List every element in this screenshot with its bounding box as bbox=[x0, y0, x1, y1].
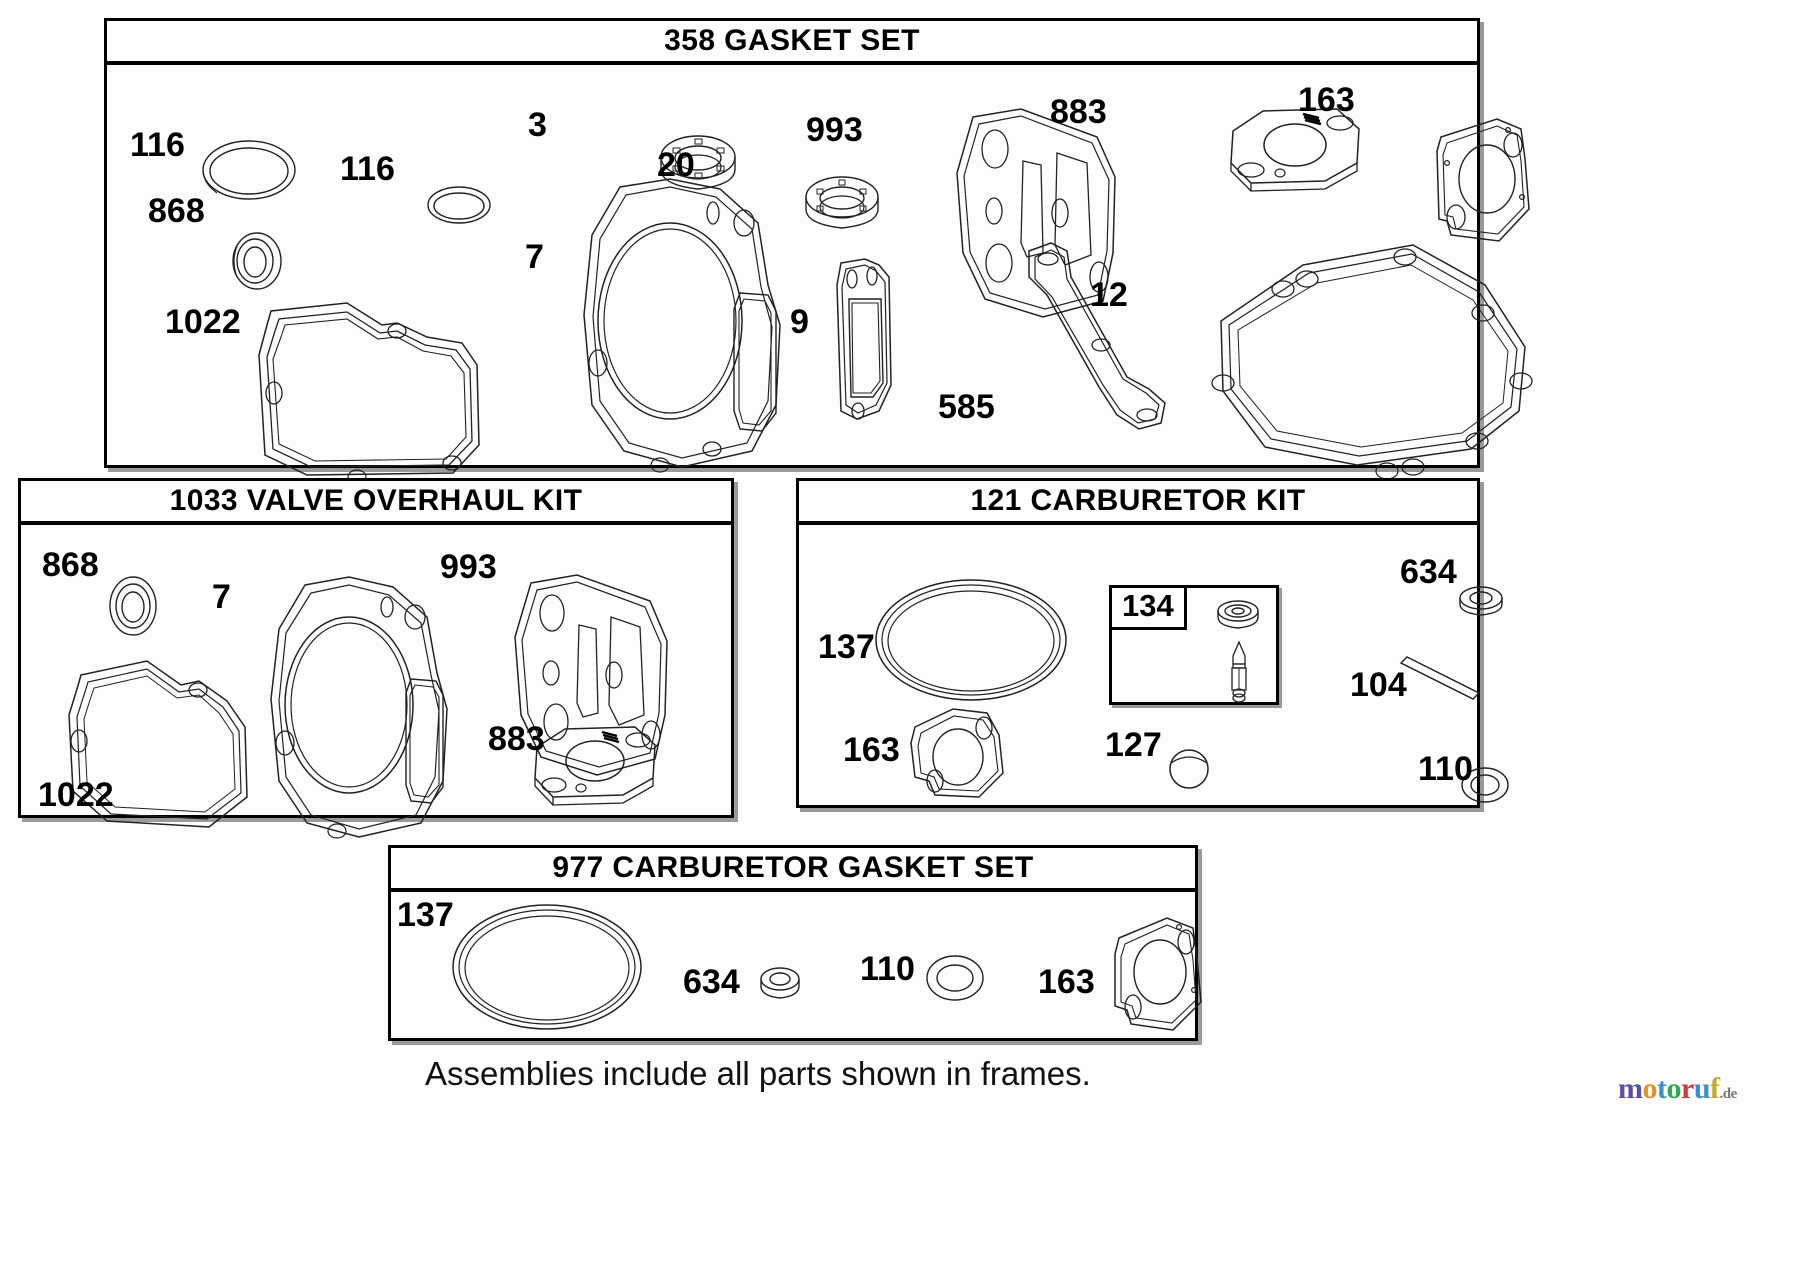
label-7-valvekit: 7 bbox=[212, 578, 231, 616]
panel-gasket-set: 358 GASKET SET bbox=[104, 18, 1533, 485]
part-634-washer-set bbox=[757, 964, 803, 1004]
label-127-carbkit: 127 bbox=[1105, 726, 1162, 764]
part-110-oring-carbkit bbox=[1459, 765, 1511, 805]
label-116-small: 116 bbox=[340, 150, 395, 188]
part-3-bearing-retainer bbox=[657, 133, 739, 195]
part-7-cylinder-head-gasket-valvekit bbox=[253, 573, 469, 841]
panel-valve-overhaul-kit: 1033 VALVE OVERHAUL KIT bbox=[18, 478, 734, 839]
panel-title-carburetor-gasket-set: 977 CARBURETOR GASKET SET bbox=[391, 848, 1195, 892]
label-110-gasketset: 110 bbox=[860, 950, 915, 988]
part-137-bowl-gasket bbox=[871, 575, 1071, 705]
subbox-134: 134 bbox=[1109, 585, 1279, 705]
part-9-intake-gasket bbox=[825, 255, 907, 425]
footnote-text: Assemblies include all parts shown in fr… bbox=[425, 1055, 1091, 1092]
part-868-oil-seal-valvekit bbox=[105, 575, 161, 637]
part-634-washer-carbkit bbox=[1457, 583, 1505, 621]
label-163-top: 163 bbox=[1298, 81, 1355, 119]
label-163-gasketset: 163 bbox=[1038, 963, 1095, 1001]
label-868-top: 868 bbox=[148, 192, 205, 230]
part-163-carburetor-gasket-set bbox=[1101, 910, 1211, 1038]
panel-carburetor-kit: 121 CARBURETOR KIT 134 bbox=[796, 478, 1509, 808]
part-134-inlet-needle bbox=[1220, 640, 1258, 704]
panel-title-carburetor-kit: 121 CARBURETOR KIT bbox=[799, 481, 1477, 525]
part-7-cylinder-head-gasket bbox=[562, 175, 812, 475]
part-585-exhaust-gasket bbox=[1007, 237, 1182, 437]
part-137-bowl-gasket-set bbox=[447, 902, 647, 1032]
part-127-welch-plug bbox=[1165, 747, 1213, 791]
part-993-breather-gasket bbox=[947, 103, 1137, 325]
label-7-top: 7 bbox=[525, 238, 544, 276]
label-883-top: 883 bbox=[1050, 93, 1107, 131]
part-868-oil-seal bbox=[225, 230, 289, 292]
label-110-carbkit: 110 bbox=[1418, 750, 1473, 788]
part-12-crankcase-gasket bbox=[1207, 235, 1537, 480]
panel-body-gasket-set bbox=[107, 65, 1533, 485]
label-104-carbkit: 104 bbox=[1350, 666, 1407, 704]
panel-title-valve-kit: 1033 VALVE OVERHAUL KIT bbox=[21, 481, 731, 525]
part-116-oring-small bbox=[425, 183, 493, 227]
label-3: 3 bbox=[528, 106, 547, 144]
label-883-valvekit: 883 bbox=[488, 720, 545, 758]
part-134-seat-washer bbox=[1214, 598, 1262, 634]
label-1022-top: 1022 bbox=[165, 303, 241, 341]
label-20: 20 bbox=[657, 146, 695, 184]
part-110-oring-set bbox=[923, 952, 987, 1004]
part-116-oring-large bbox=[199, 137, 299, 203]
panel-body-carburetor-kit: 134 bbox=[799, 525, 1509, 805]
part-993-breather-gasket-valvekit bbox=[507, 569, 687, 781]
watermark-suffix: .de bbox=[1719, 1086, 1738, 1102]
panel-title-gasket-set: 358 GASKET SET bbox=[107, 21, 1477, 65]
label-1022-valvekit: 1022 bbox=[38, 776, 114, 814]
panel-body-valve-kit bbox=[21, 525, 731, 839]
subbox-label-134: 134 bbox=[1109, 585, 1187, 630]
label-868-valvekit: 868 bbox=[42, 546, 99, 584]
part-104-float-pin bbox=[1395, 653, 1485, 705]
part-20-bearing bbox=[802, 175, 882, 233]
label-116-large: 116 bbox=[130, 126, 185, 164]
label-585: 585 bbox=[938, 388, 995, 426]
part-163-carburetor-gasket bbox=[1425, 113, 1535, 253]
part-1022-valve-cover-gasket-valvekit bbox=[59, 645, 264, 830]
part-163-carburetor-gasket-carbkit bbox=[901, 703, 1011, 805]
panel-carburetor-gasket-set: 977 CARBURETOR GASKET SET bbox=[388, 845, 1202, 1041]
part-1022-valve-cover-gasket bbox=[247, 295, 497, 485]
motoruf-watermark: motoruf.de bbox=[1618, 1072, 1737, 1106]
label-9: 9 bbox=[790, 303, 809, 341]
watermark-text: motoruf bbox=[1618, 1072, 1720, 1105]
label-137-gasketset: 137 bbox=[397, 896, 454, 934]
label-993-top: 993 bbox=[806, 111, 863, 149]
panel-body-carburetor-gasket-set bbox=[391, 892, 1202, 1038]
part-883-carburetor-mount-gasket bbox=[1225, 105, 1365, 201]
part-883-carburetor-mount-gasket-valvekit bbox=[529, 723, 661, 815]
label-137-carbkit: 137 bbox=[818, 628, 875, 666]
label-12: 12 bbox=[1090, 276, 1128, 314]
label-993-valvekit: 993 bbox=[440, 548, 497, 586]
label-163-carbkit: 163 bbox=[843, 731, 900, 769]
label-634-gasketset: 634 bbox=[683, 963, 740, 1001]
label-634-carbkit: 634 bbox=[1400, 553, 1457, 591]
